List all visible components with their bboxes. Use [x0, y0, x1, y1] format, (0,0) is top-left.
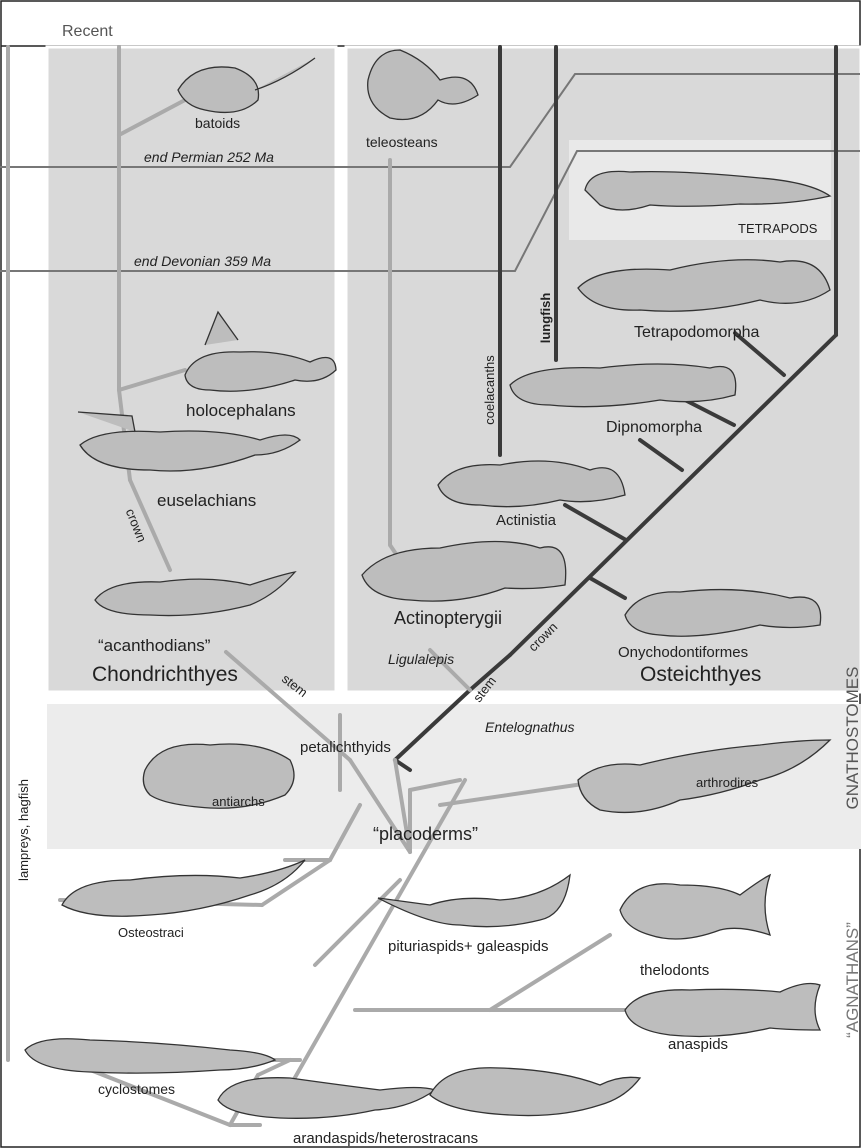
ligulalepis-label: Ligulalepis — [388, 651, 454, 667]
euselachians-label: euselachians — [157, 491, 256, 510]
osteostraci-label: Osteostraci — [118, 925, 184, 940]
chondrichthyes-label: Chondrichthyes — [92, 663, 238, 686]
actinistia-label: Actinistia — [496, 512, 557, 529]
tetrapodomorpha-label: Tetrapodomorpha — [634, 324, 760, 341]
acanthodians-label: “acanthodians” — [98, 636, 211, 655]
tetrapods-label: TETRAPODS — [738, 221, 818, 236]
arandaspids-heterostracans-label: arandaspids/heterostracans — [293, 1130, 478, 1147]
osteichthyes-label: Osteichthyes — [640, 663, 761, 686]
dipnomorph-illustration — [510, 364, 736, 407]
cyclostomes-label: cyclostomes — [98, 1081, 175, 1097]
anaspids-label: anaspids — [668, 1036, 728, 1053]
lampreys-hagfish-label: lampreys, hagfish — [16, 779, 31, 881]
pituriaspids-galeaspids-label: pituriaspids+ galeaspids — [388, 938, 549, 955]
actinistian-illustration — [438, 461, 625, 507]
coelacanths-label: coelacanths — [482, 355, 497, 425]
recent-label: Recent — [62, 23, 113, 40]
batoids-label: batoids — [195, 115, 240, 131]
onychodontiformes-label: Onychodontiformes — [618, 644, 748, 661]
petalichthyids-label: petalichthyids — [300, 739, 391, 756]
arthrodires-label: arthrodires — [696, 775, 759, 790]
placoderms-label: “placoderms” — [373, 824, 478, 844]
thelodonts-label: thelodonts — [640, 962, 709, 979]
holocephalans-label: holocephalans — [186, 401, 296, 420]
actinopterygii-label: Actinopterygii — [394, 608, 502, 628]
entelognathus-label: Entelognathus — [485, 719, 575, 735]
agnathans-label: “AGNATHANS” — [843, 922, 861, 1038]
antiarchs-label: antiarchs — [212, 794, 265, 809]
end-permian-label: end Permian 252 Ma — [144, 149, 274, 165]
gnathostomes-label: GNATHOSTOMES — [843, 667, 861, 810]
lungfish-label: lungfish — [538, 293, 553, 344]
end-devonian-label: end Devonian 359 Ma — [134, 253, 271, 269]
dipnomorpha-label: Dipnomorpha — [606, 419, 702, 436]
teleosteans-label: teleosteans — [366, 134, 438, 150]
